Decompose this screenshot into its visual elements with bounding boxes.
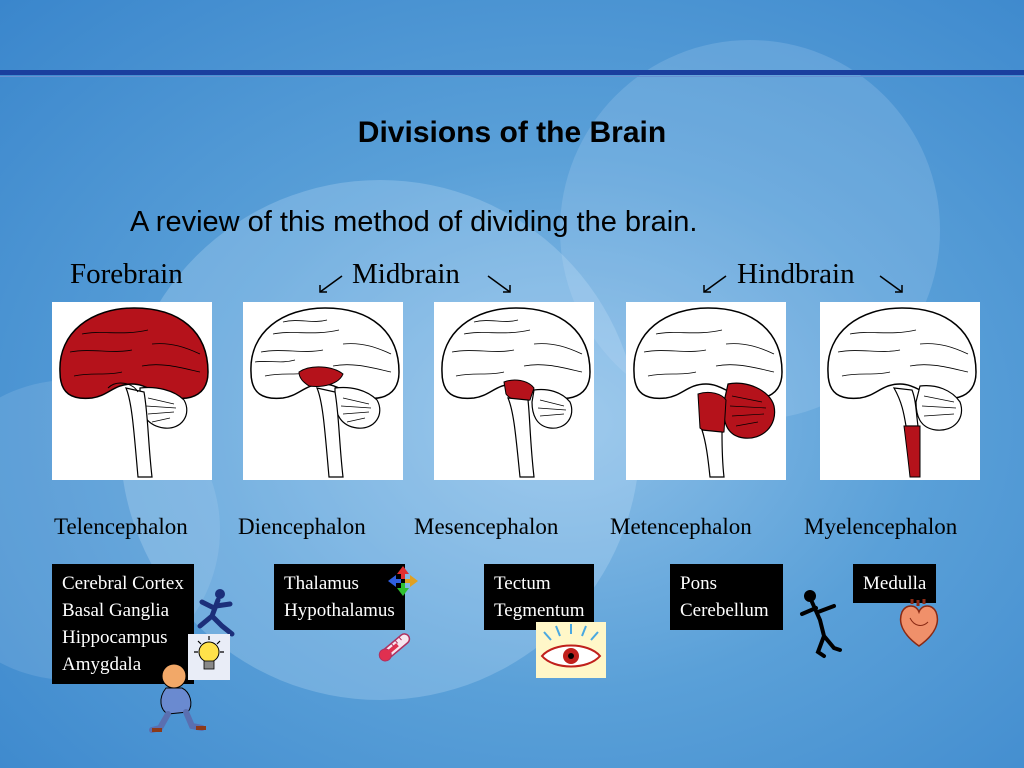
slide-title: Divisions of the Brain — [357, 116, 667, 149]
thinking-man-icon — [149, 663, 206, 733]
structures-box-myelencephalon: Medulla — [853, 564, 937, 603]
region-label-metencephalon: Metencephalon — [610, 514, 752, 539]
lightbulb-icon — [188, 634, 230, 680]
arrow-left-icon — [703, 275, 727, 293]
region-label-telencephalon: Telencephalon — [54, 514, 188, 539]
structures-box-mesencephalon: Tectum Tegmentum — [484, 564, 595, 630]
structure-item: Medulla — [863, 573, 927, 594]
brain-diagram-telencephalon — [52, 302, 212, 480]
heart-icon — [899, 599, 939, 647]
slide-subtitle: A review of this method of dividing the … — [130, 206, 698, 238]
structure-item: Cerebral Cortex — [62, 573, 184, 594]
structures-box-diencephalon: Thalamus Hypothalamus — [274, 564, 405, 630]
arrow-right-icon — [879, 275, 903, 293]
structure-item: Hypothalamus — [284, 600, 395, 621]
division-label-midbrain: Midbrain — [352, 258, 460, 290]
arrow-right-icon — [487, 275, 511, 293]
region-label-myelencephalon: Myelencephalon — [804, 514, 958, 539]
structure-item: Tectum — [494, 573, 551, 594]
brain-diagram-diencephalon — [243, 302, 403, 480]
structure-item: Hippocampus — [62, 627, 168, 648]
division-label-hindbrain: Hindbrain — [737, 258, 855, 290]
brain-diagram-mesencephalon — [434, 302, 594, 480]
structure-item: Pons — [680, 573, 717, 594]
region-label-diencephalon: Diencephalon — [238, 514, 366, 539]
title-bar-thin-line — [0, 76, 1024, 77]
structure-item: Amygdala — [62, 654, 142, 675]
structure-item: Tegmentum — [494, 600, 585, 621]
eye-icon — [536, 622, 606, 678]
brain-diagram-myelencephalon — [820, 302, 980, 480]
directional-arrows-icon — [388, 566, 418, 596]
brain-diagram-metencephalon — [626, 302, 786, 480]
structure-item: Thalamus — [284, 573, 359, 594]
thermometer-icon — [378, 633, 411, 662]
arrow-left-icon — [319, 275, 343, 293]
region-label-mesencephalon: Mesencephalon — [414, 514, 559, 539]
title-bar-line — [0, 70, 1024, 75]
structure-item: Cerebellum — [680, 600, 769, 621]
structures-box-metencephalon: Pons Cerebellum — [670, 564, 783, 630]
structures-box-telencephalon: Cerebral Cortex Basal Ganglia Hippocampu… — [52, 564, 194, 684]
dancing-figure-icon — [800, 590, 842, 658]
running-figure-icon — [197, 589, 235, 637]
division-label-forebrain: Forebrain — [70, 258, 183, 290]
structure-item: Basal Ganglia — [62, 600, 170, 621]
